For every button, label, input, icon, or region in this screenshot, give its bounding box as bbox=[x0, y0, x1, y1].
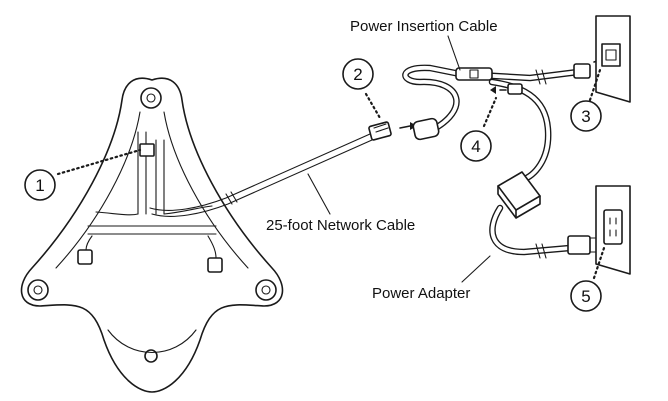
right-foot-hole bbox=[255, 279, 277, 301]
left-aux-port bbox=[77, 249, 93, 265]
insertion-junction bbox=[455, 67, 493, 81]
callout-2: 2 bbox=[342, 58, 374, 90]
insertion-socket bbox=[412, 117, 440, 141]
svg-text:1: 1 bbox=[35, 176, 44, 195]
leader-4 bbox=[482, 96, 498, 128]
bottom-foot-hole bbox=[144, 349, 158, 363]
plug-arrow bbox=[399, 125, 411, 129]
left-foot-hole bbox=[27, 279, 49, 301]
power-adapter bbox=[489, 171, 607, 259]
top-foot-hole bbox=[140, 87, 162, 109]
callout-3: 3 bbox=[570, 100, 602, 132]
label-network-cable: 25-foot Network Cable bbox=[266, 217, 415, 234]
power-jack bbox=[507, 83, 523, 95]
right-aux-port bbox=[207, 257, 223, 273]
rj45-plug bbox=[368, 121, 392, 141]
svg-text:2: 2 bbox=[353, 65, 362, 84]
wall-power-outlet bbox=[595, 185, 631, 275]
leader-3 bbox=[588, 68, 602, 102]
ac-plug bbox=[567, 235, 591, 255]
network-cable bbox=[149, 121, 417, 217]
wall-network-jack bbox=[595, 15, 631, 103]
pointer-network-cable bbox=[307, 173, 331, 215]
power-insertion-cable bbox=[402, 56, 606, 141]
network-port bbox=[139, 143, 155, 157]
phone-base bbox=[20, 77, 284, 393]
pointer-power-adapter bbox=[461, 255, 491, 283]
leader-2 bbox=[364, 92, 382, 120]
svg-text:3: 3 bbox=[581, 107, 590, 126]
wall-rj45-plug bbox=[573, 63, 591, 79]
power-branch bbox=[488, 78, 552, 184]
callout-4: 4 bbox=[460, 130, 492, 162]
svg-text:4: 4 bbox=[471, 137, 480, 156]
label-power-adapter: Power Adapter bbox=[372, 285, 470, 302]
label-power-insertion-cable: Power Insertion Cable bbox=[350, 18, 498, 35]
svg-text:5: 5 bbox=[581, 287, 590, 306]
callout-1: 1 bbox=[24, 169, 56, 201]
callout-5: 5 bbox=[570, 280, 602, 312]
leader-1 bbox=[56, 148, 142, 176]
leader-5 bbox=[592, 246, 606, 280]
